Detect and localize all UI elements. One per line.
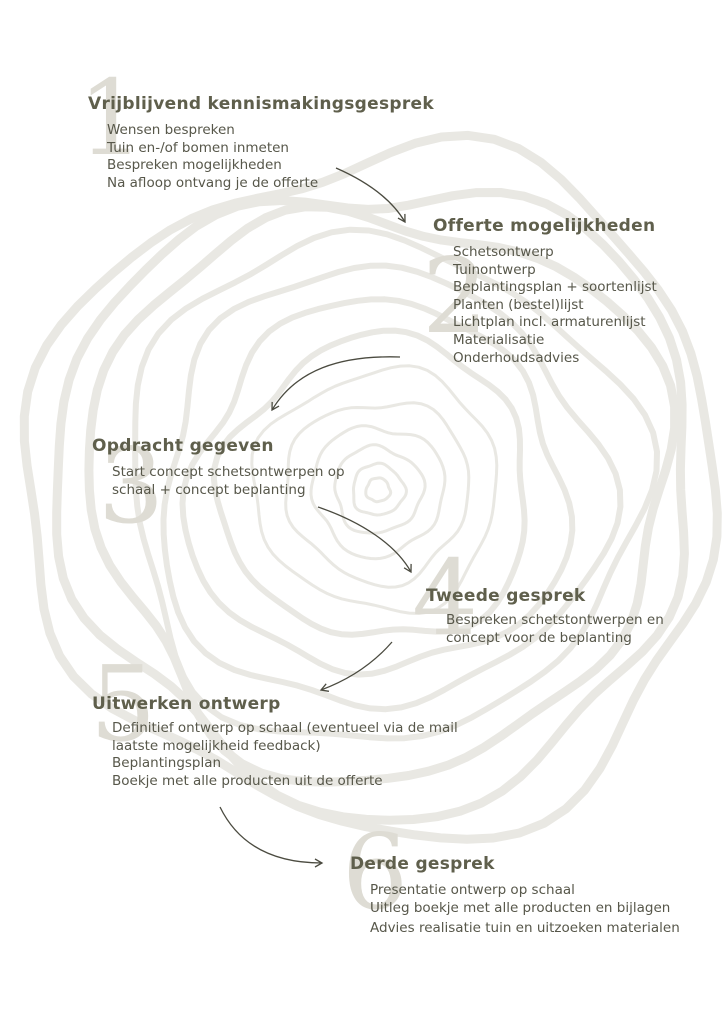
step-item: Bespreken schetstontwerpen en	[446, 612, 664, 628]
step-items: Wensen bespreken Tuin en-/of bomen inmet…	[107, 122, 318, 192]
step-item: Presentatie ontwerp op schaal	[370, 882, 575, 898]
step-item: Onderhoudsadvies	[453, 349, 580, 366]
step-title: Offerte mogelijkheden	[433, 216, 656, 236]
tree-ring	[250, 364, 499, 615]
step-item: Planten (bestel)lijst	[453, 296, 584, 313]
step-item: Schetsontwerp	[453, 244, 554, 260]
step-title: Uitwerken ontwerp	[92, 694, 281, 714]
step-number: 1	[78, 57, 145, 179]
tree-ring	[132, 226, 660, 742]
step-item: Tuin en-/of bomen inmeten	[107, 139, 289, 156]
step-item: Uitleg boekje met alle producten en bijl…	[370, 899, 671, 916]
tree-ring	[284, 401, 471, 589]
step-item: Bespreken mogelijkheden	[107, 157, 282, 174]
step-number: 2	[422, 235, 489, 357]
step-number: 6	[342, 811, 409, 933]
step-item: Beplantingsplan	[112, 755, 222, 772]
arrow-4-to-5	[319, 641, 393, 692]
tree-ring	[309, 424, 447, 561]
step-item: schaal + concept beplanting	[112, 481, 306, 498]
step-item: Advies realisatie tuin en uitzoeken mate…	[370, 920, 680, 937]
step-items: Start concept schetsontwerpen op schaal …	[112, 464, 345, 499]
step-items: Bespreken schetstontwerpen en concept vo…	[446, 612, 664, 647]
step-item: Wensen bespreken	[107, 122, 235, 138]
step-item: laatste mogelijkheid feedback)	[112, 737, 321, 754]
step-item: Tuinontwerp	[453, 261, 536, 278]
arrow-2-to-3	[271, 356, 401, 412]
step-title: Tweede gesprek	[426, 586, 586, 606]
step-title: Vrijblijvend kennismakingsgesprek	[88, 94, 434, 114]
step-number: 4	[412, 537, 479, 659]
arrow-5-to-6	[219, 806, 324, 868]
step-items: Definitief ontwerp op schaal (eventueel …	[112, 720, 458, 790]
arrow-3-to-4	[317, 506, 412, 574]
step-title: Derde gesprek	[350, 854, 495, 874]
step-number: 3	[98, 425, 165, 547]
tree-ring	[364, 476, 393, 504]
step-item: Lichtplan incl. armaturenlijst	[453, 314, 646, 331]
tree-ring	[84, 202, 680, 787]
step-item: Start concept schetsontwerpen op	[112, 464, 345, 480]
tree-ring	[352, 461, 408, 517]
tree-ring	[19, 130, 722, 844]
step-item: Na afloop ontvang je de offerte	[107, 174, 319, 191]
tree-ring	[333, 443, 427, 535]
step-item: Materialisatie	[453, 331, 545, 348]
step-number: 5	[90, 643, 157, 765]
tree-ring	[210, 327, 528, 638]
tree-ring	[179, 296, 576, 678]
step-item: Definitief ontwerp op schaal (eventueel …	[112, 720, 458, 736]
tree-ring	[52, 188, 689, 825]
step-item: concept voor de beplanting	[446, 629, 632, 646]
step-item: Boekje met alle producten uit de offerte	[112, 772, 383, 789]
step-title: Opdracht gegeven	[92, 436, 274, 456]
arrow-1-to-2	[335, 167, 406, 224]
step-items: Presentatie ontwerp op schaal Uitleg boe…	[370, 882, 680, 938]
step-item: Beplantingsplan + soortenlijst	[453, 279, 657, 296]
tree-ring	[160, 262, 624, 713]
step-items: Schetsontwerp Tuinontwerp Beplantingspla…	[453, 244, 657, 367]
